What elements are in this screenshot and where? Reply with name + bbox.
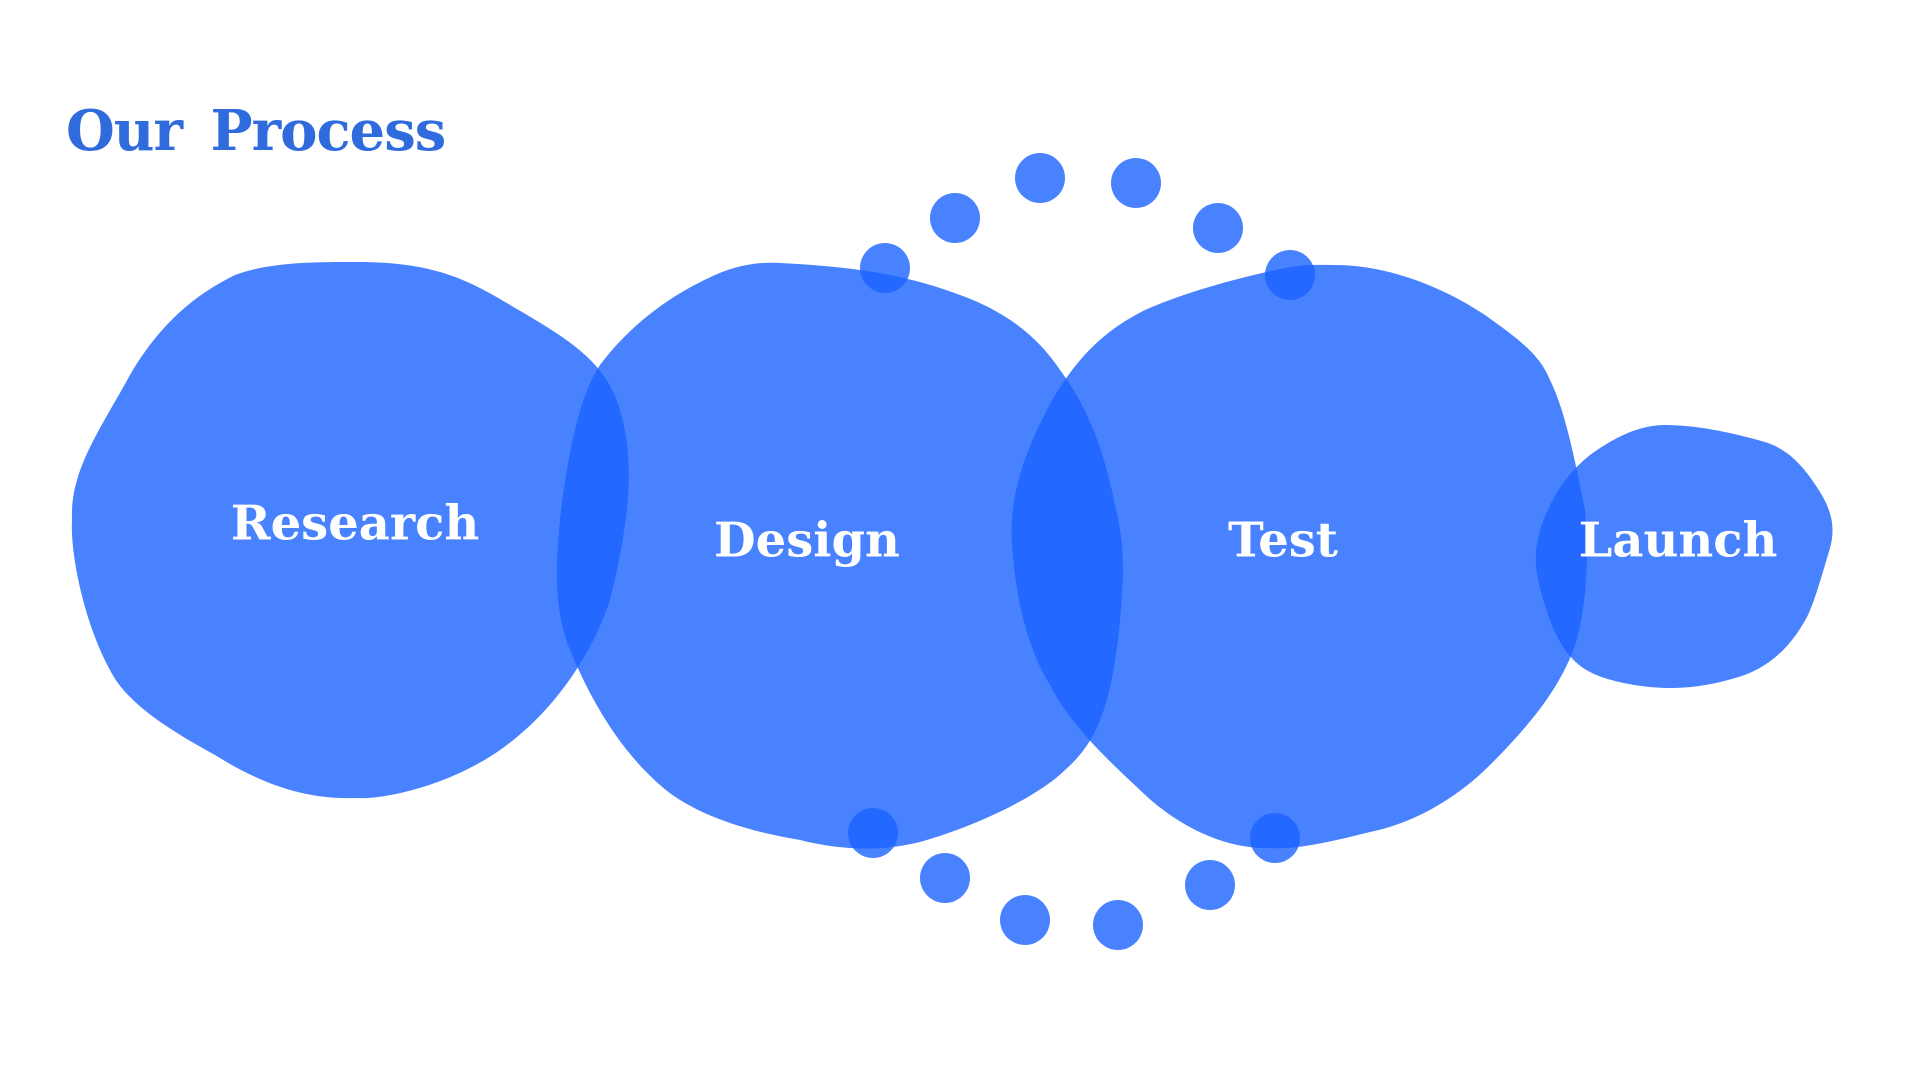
decorative-dot — [860, 243, 910, 293]
decorative-dot — [920, 853, 970, 903]
step-test-blob — [1011, 264, 1587, 849]
decorative-dot — [1093, 900, 1143, 950]
step-launch-label: Launch — [1579, 513, 1778, 569]
step-research-label: Research — [231, 496, 480, 552]
decorative-dot — [1015, 153, 1065, 203]
decorative-dot — [848, 808, 898, 858]
decorative-dot — [1193, 203, 1243, 253]
decorative-dot — [1185, 860, 1235, 910]
decorative-dot — [1000, 895, 1050, 945]
step-design-blob — [556, 262, 1123, 849]
decorative-dot — [1265, 250, 1315, 300]
top-arc-dots — [860, 153, 1315, 300]
step-research-blob — [71, 262, 629, 799]
step-test-label: Test — [1228, 513, 1338, 569]
decorative-dot — [1250, 813, 1300, 863]
page-title: Our Process — [66, 98, 446, 164]
decorative-dot — [1111, 158, 1161, 208]
step-launch-blob — [1535, 425, 1833, 688]
decorative-dot — [930, 193, 980, 243]
bottom-arc-dots — [848, 808, 1300, 950]
step-design-label: Design — [714, 513, 900, 569]
